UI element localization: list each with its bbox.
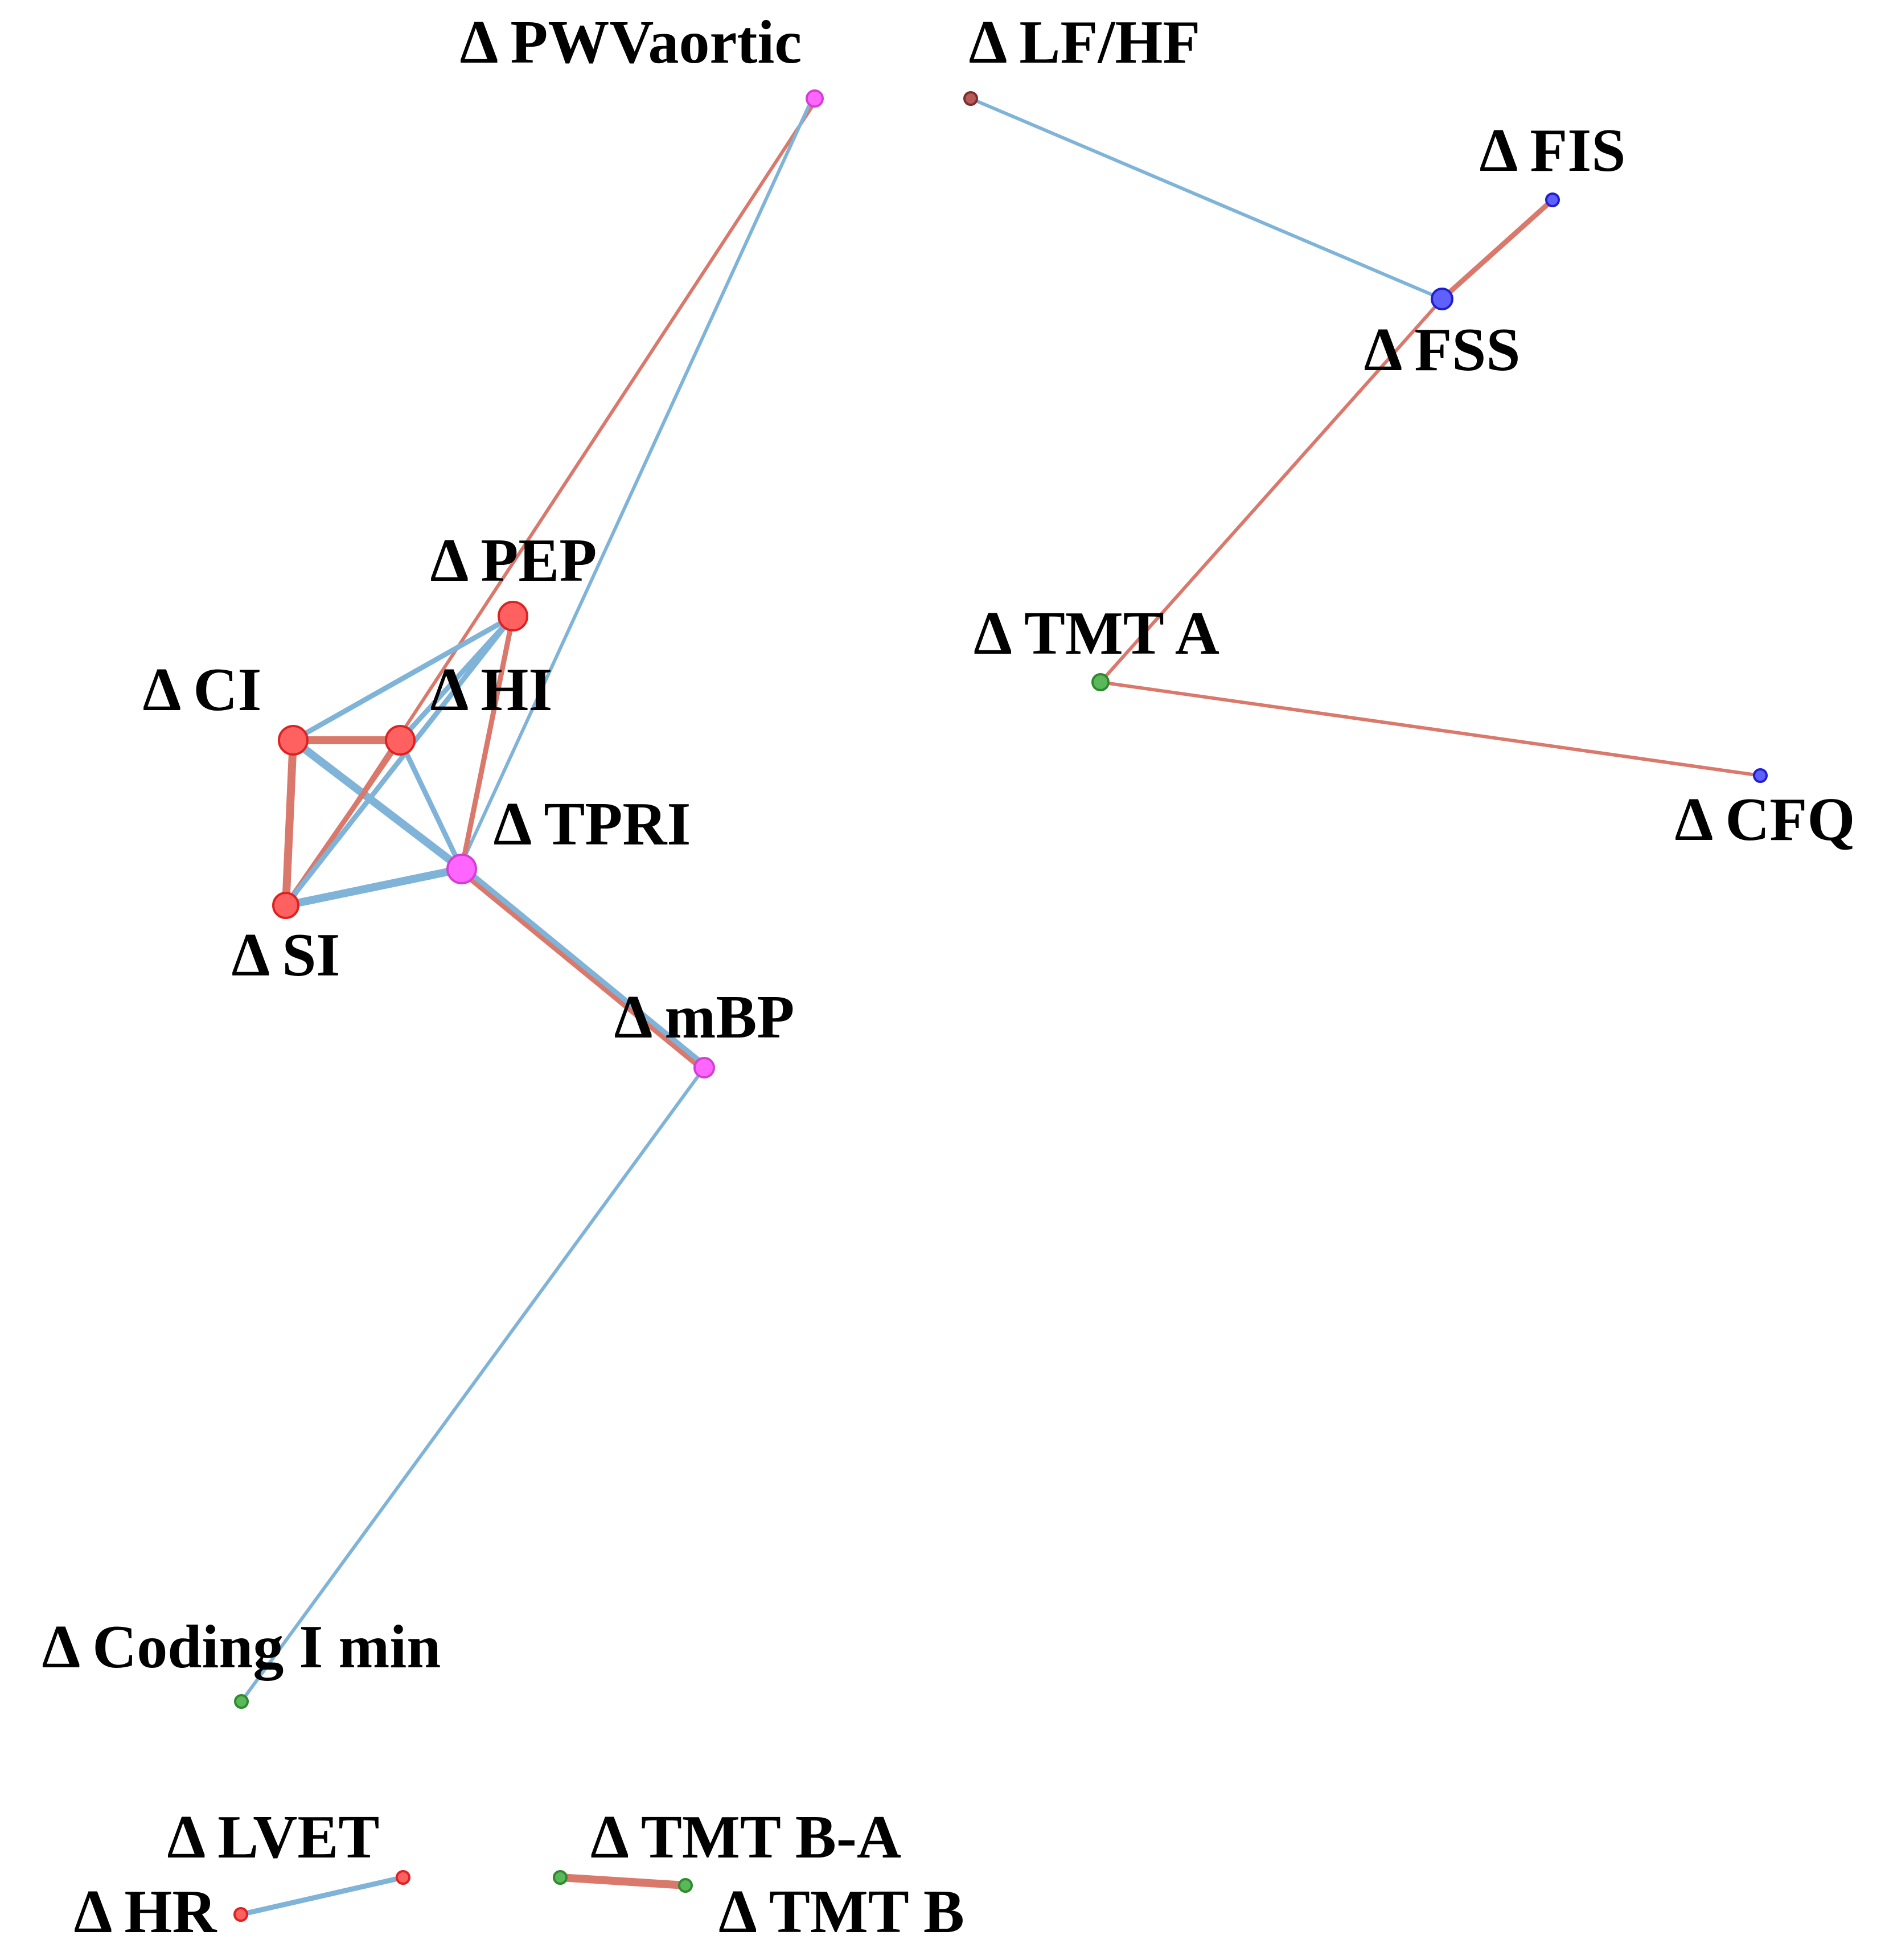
edge-lfhf-fss-negative [969,97,1444,301]
node-coding [234,1694,249,1709]
node-label-fss: Δ FSS [1364,316,1521,384]
node-label-tpri: Δ TPRI [494,790,691,858]
node-label-tmtb: Δ TMT B [718,1878,964,1946]
edge-hi-tpri-negative [397,737,465,872]
node-label-cfq: Δ CFQ [1675,786,1855,854]
node-label-fis: Δ FIS [1480,117,1626,184]
edge-tmtba-tmtb-positive [556,1873,689,1889]
node-lvet [396,1870,410,1885]
node-label-mbp: Δ mBP [614,983,795,1051]
node-label-si: Δ SI [232,921,340,989]
node-tpri [446,854,477,884]
edge-tpri-mbp-negative [461,864,709,1069]
node-pep [498,601,528,632]
edge-fss-tmta-positive [1099,297,1444,684]
node-label-ci: Δ CI [143,656,262,724]
node-label-hi: Δ HI [430,656,553,724]
edge-mbp-coding-negative [240,1066,706,1703]
node-label-lfhf: Δ LF/HF [969,9,1201,76]
edge-pep-tpri-positive [459,613,516,872]
node-hi [385,725,416,756]
node-tmta [1091,673,1110,691]
node-label-tmta: Δ TMT A [974,600,1219,667]
node-label-lvet: Δ LVET [167,1803,380,1871]
node-label-coding: Δ Coding I min [42,1613,441,1681]
edge-tmta-cfq-positive [1099,680,1762,777]
node-pwv [806,89,824,108]
node-si [272,892,299,919]
node-fis [1545,192,1560,207]
node-label-hr: Δ HR [74,1878,217,1946]
edge-ci-pep-negative [290,613,516,743]
edge-pwv-tpri-negative [458,96,815,870]
node-label-pep: Δ PEP [430,527,597,594]
node-label-tmtba: Δ TMT B-A [590,1803,901,1871]
node-hr [233,1907,248,1922]
edge-si-pep-negative [283,613,516,908]
edges-layer [238,96,1762,1917]
node-mbp [693,1057,715,1079]
node-cfq [1753,768,1768,783]
node-ci [278,725,309,756]
labels-layer: Δ PWVaortic Δ LF/HF Δ FIS Δ FSS Δ PEP Δ CI Δ H… [42,9,1855,1946]
nodes-layer [233,89,1768,1922]
edge-fis-fss-positive [1439,197,1555,302]
edge-tpri-mbp-positive [457,868,705,1072]
node-tmtb [678,1878,693,1893]
node-tmtba [553,1870,568,1885]
node-fss [1431,288,1453,310]
edge-hr-lvet-negative [238,1875,406,1917]
edge-si-tpri-negative [282,865,466,909]
edge-ci-si-positive [282,736,297,909]
node-label-pwv: Δ PWVaortic [460,9,802,76]
edge-ci-tpri-negative [289,736,466,873]
node-lfhf [963,91,978,106]
